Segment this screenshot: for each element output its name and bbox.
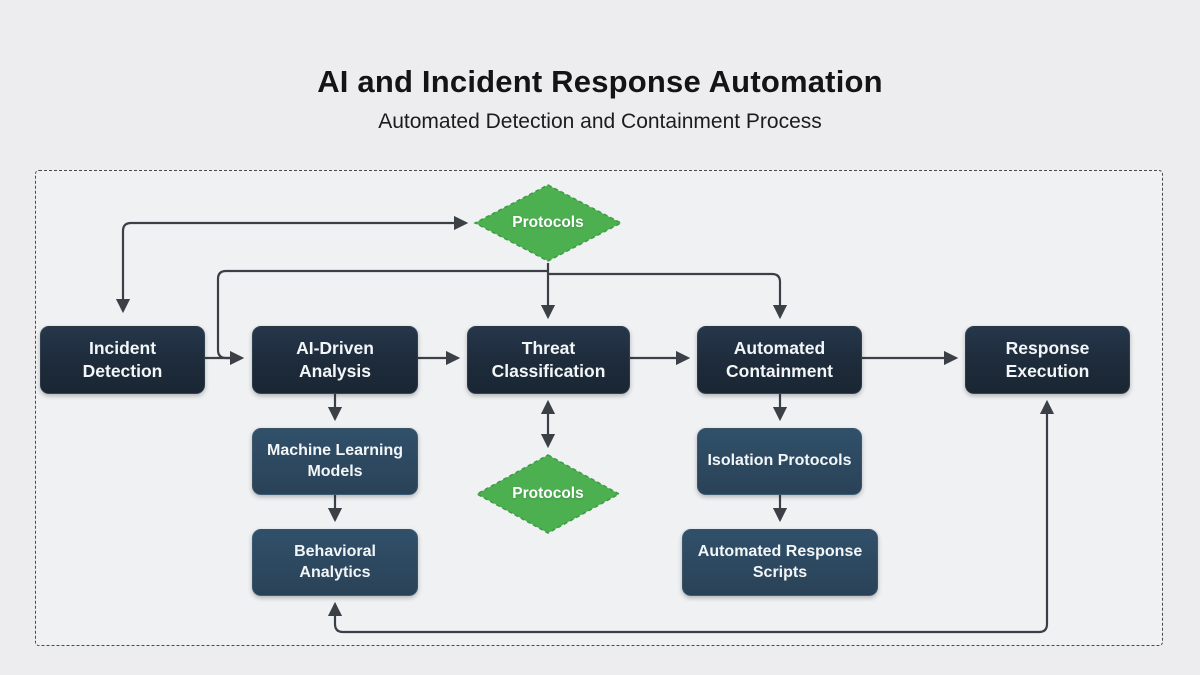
diagram-container bbox=[35, 170, 1163, 646]
node-response-execution: Response Execution bbox=[965, 326, 1130, 394]
node-incident-detection: Incident Detection bbox=[40, 326, 205, 394]
page-title: AI and Incident Response Automation bbox=[317, 64, 883, 99]
node-isolation-protocols: Isolation Protocols bbox=[697, 428, 862, 495]
node-automated-response-scripts: Automated Response Scripts bbox=[682, 529, 878, 596]
node-automated-containment: Automated Containment bbox=[697, 326, 862, 394]
decision-protocols-top: Protocols bbox=[512, 214, 584, 231]
node-threat-classification: Threat Classification bbox=[467, 326, 630, 394]
node-machine-learning-models: Machine Learning Models bbox=[252, 428, 418, 495]
page-subtitle: Automated Detection and Containment Proc… bbox=[378, 110, 822, 133]
decision-protocols-bottom: Protocols bbox=[512, 485, 584, 502]
node-behavioral-analytics: Behavioral Analytics bbox=[252, 529, 418, 596]
node-ai-driven-analysis: AI-Driven Analysis bbox=[252, 326, 418, 394]
